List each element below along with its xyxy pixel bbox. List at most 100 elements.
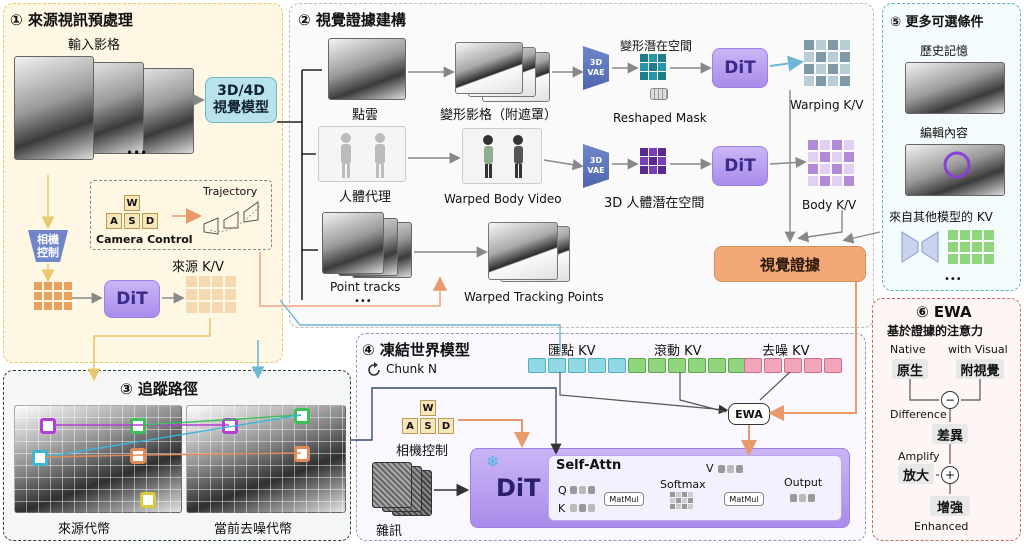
sink-kv-bar (528, 358, 626, 373)
cam-key-s: S (420, 418, 436, 434)
more-conditions-dots: ••• (944, 274, 962, 285)
v-label: V (706, 462, 714, 475)
panel-title-source: ① 來源視訊預處理 (10, 11, 133, 29)
point-tracks-dots: ••• (354, 296, 372, 307)
other-model-icon (901, 231, 939, 263)
warped-frame-1 (455, 42, 523, 94)
frozen-dit-label: DiT (496, 474, 541, 502)
rolling-kv-bar (628, 358, 746, 373)
source-frame-label: 來源代幣 (58, 522, 111, 537)
camera-control-group (90, 180, 272, 250)
q-label: Q (558, 484, 567, 497)
input-frames-label: 輸入影格 (68, 38, 121, 53)
input-frame-1 (14, 56, 94, 160)
body-dit-box: DiT (712, 146, 768, 186)
v-tokens (718, 465, 743, 473)
cam-key-d: D (438, 418, 454, 434)
warped-frames-label: 變形影格（附遮罩） (440, 108, 558, 123)
track-point-purple-src (40, 418, 56, 434)
track-point-yellow-cur (140, 492, 156, 508)
source-kv-grid (186, 276, 236, 313)
key-a: A (106, 213, 122, 229)
matmul-2-box: MatMul (724, 492, 764, 506)
chunk-loop-icon (368, 362, 380, 376)
panel-title-evidence: ② 視覺證據建構 (298, 11, 406, 29)
human-proxy-figures-icon (341, 133, 385, 178)
amplify-en-label: Amplify (898, 450, 940, 463)
difference-zh-box: 差異 (932, 424, 968, 444)
matmul-1-box: MatMul (604, 492, 644, 506)
warped-tracking-label: Warped Tracking Points (464, 290, 604, 304)
native-zh-box: 原生 (892, 359, 928, 379)
warping-dit-box: DiT (712, 48, 768, 88)
panel-title-ewa: ⑥ EWA (916, 303, 972, 321)
warped-body-figures-icon (483, 135, 523, 178)
warped-tracking-frame-1 (488, 222, 558, 280)
track-lines (44, 414, 302, 458)
current-frame-label: 當前去噪代幣 (214, 522, 293, 537)
panel-title-tracking: ③ 追蹤路徑 (120, 380, 198, 398)
current-frame-image (186, 405, 346, 513)
edit-content-label: 編輯內容 (920, 126, 969, 140)
body-kv-grid (808, 140, 854, 186)
warping-kv-grid (804, 40, 850, 86)
plus-operator-icon: + (941, 466, 959, 484)
warping-kv-label: Warping K/V (790, 98, 864, 112)
camera-control-label: Camera Control (96, 233, 193, 246)
native-en-label: Native (890, 343, 926, 356)
camera-control-zh-box: 相機 控制 (28, 230, 68, 262)
key-w: W (124, 195, 140, 211)
cam-key-w: W (420, 400, 436, 416)
body-kv-label: Body K/V (802, 198, 857, 212)
camera-control-zh-label: 相機控制 (396, 444, 449, 459)
ewa-subtitle: 基於證據的注意力 (887, 324, 984, 338)
softmax-label: Softmax (660, 478, 706, 491)
self-attn-panel (548, 455, 842, 521)
chunk-label: Chunk N (386, 362, 437, 376)
visual-model-box: 3D/4D 視覺模型 (205, 77, 277, 123)
history-memory-image (905, 62, 1005, 114)
amplify-zh-box: 放大 (898, 464, 934, 484)
visual-en-label: with Visual (948, 343, 1008, 356)
point-tracks-frame-1 (322, 212, 384, 274)
human-proxy-label: 人體代理 (339, 190, 392, 205)
noise-frame-1 (372, 462, 412, 508)
key-d: D (142, 213, 158, 229)
reshaped-mask-icon (650, 88, 668, 100)
edit-circle-icon (943, 151, 971, 179)
panel-title-more: ⑤ 更多可選條件 (890, 15, 984, 30)
point-cloud-label: 點雲 (352, 108, 379, 123)
track-point-orange-cur (294, 446, 310, 462)
denoise-kv-label: 去噪 KV (762, 344, 810, 359)
enhanced-en-label: Enhanced (914, 520, 969, 533)
trajectory-cameras-icon (203, 201, 261, 235)
track-point-orange-src (130, 448, 146, 464)
visual-zh-box: 附視覺 (956, 359, 1004, 379)
output-label: Output (784, 476, 823, 489)
warped-body-label: Warped Body Video (444, 192, 562, 206)
deform-latent-cube (640, 54, 666, 80)
point-cloud-image (328, 38, 406, 100)
history-memory-label: 歷史記憶 (920, 44, 969, 58)
body-latent-label: 3D 人體潛在空間 (604, 196, 705, 211)
denoise-kv-bar (744, 358, 842, 373)
body-latent-cube (640, 148, 666, 174)
warped-body-image (462, 128, 542, 184)
self-attn-label: Self-Attn (556, 458, 622, 473)
visual-evidence-box: 視覺證據 (714, 246, 866, 282)
ewa-box: EWA (728, 403, 770, 425)
trajectory-label: Trajectory (203, 185, 258, 198)
deform-latent-label: 變形潛在空間 (620, 39, 693, 53)
enhanced-zh-box: 增強 (930, 496, 970, 516)
input-frames-dots: ••• (126, 146, 148, 160)
track-point-cyan-src (32, 450, 48, 466)
frozen-snowflake-icon: ❄ (486, 452, 500, 471)
reshaped-mask-label: Reshaped Mask (613, 111, 707, 125)
track-point-green-src (130, 418, 146, 434)
softmax-matrix (670, 492, 693, 509)
point-tracks-label: Point tracks (330, 280, 401, 294)
minus-operator-icon: − (941, 391, 959, 409)
rolling-kv-label: 滾動 KV (654, 344, 702, 359)
source-kv-label: 來源 K/V (172, 260, 224, 275)
cam-cube-grid (34, 282, 72, 310)
